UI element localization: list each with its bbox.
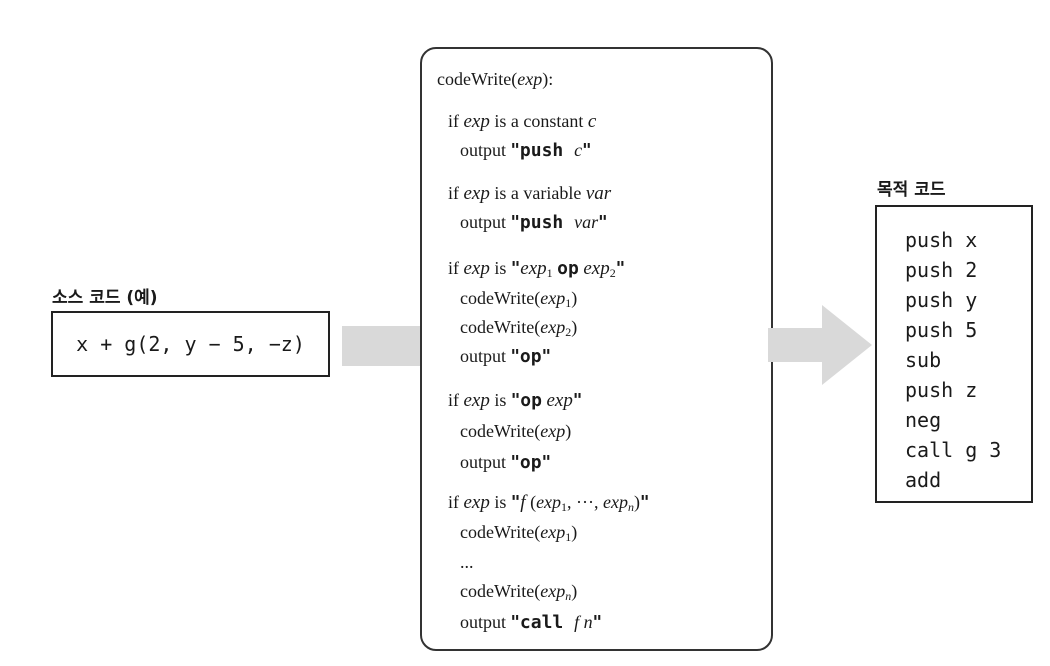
target-code-line: neg: [905, 408, 942, 432]
target-code-line: push x: [905, 228, 978, 252]
target-code-line: push 5: [905, 318, 978, 342]
target-code-list: push x push 2 push y push 5 sub push z n…: [905, 225, 1001, 495]
source-code-text: x + g(2, y − 5, −z): [76, 332, 305, 356]
case-binary-condition: if exp is "exp1 op exp2": [448, 258, 626, 280]
target-code-line: call g 3: [905, 438, 1002, 462]
left-arrow-icon: [342, 326, 430, 366]
source-code-box: x + g(2, y − 5, −z): [51, 311, 330, 377]
target-code-line: sub: [905, 348, 942, 372]
target-code-box: push x push 2 push y push 5 sub push z n…: [875, 205, 1033, 503]
case-constant-condition: if exp is a constant c: [448, 111, 597, 132]
case-unary-condition: if exp is "op exp": [448, 390, 583, 411]
case-binary-action-3: output "op": [460, 346, 551, 367]
case-binary-action-1: codeWrite(exp1): [460, 288, 578, 310]
case-unary-action-1: codeWrite(exp): [460, 421, 572, 441]
target-code-line: push 2: [905, 258, 978, 282]
case-variable-action: output "push var": [460, 212, 608, 233]
target-code-label: 목적 코드: [877, 180, 946, 200]
case-binary-action-2: codeWrite(exp2): [460, 317, 578, 339]
source-code-label: 소스 코드 (예): [52, 288, 158, 308]
codewrite-algorithm-box: codeWrite(exp): if exp is a constant c o…: [420, 47, 773, 651]
case-call-ellipsis: ...: [460, 552, 474, 572]
case-unary-action-2: output "op": [460, 452, 551, 473]
case-call-action-1: codeWrite(exp1): [460, 522, 578, 544]
algorithm-header: codeWrite(exp):: [437, 69, 554, 89]
case-variable-condition: if exp is a variable var: [448, 183, 612, 204]
case-call-action-2: codeWrite(expn): [460, 581, 578, 603]
case-call-condition: if exp is "f (exp1, ···, expn)": [448, 492, 650, 514]
target-code-line: push y: [905, 288, 978, 312]
case-call-action-3: output "call f n": [460, 612, 602, 633]
target-code-line: add: [905, 468, 942, 492]
right-arrow-icon: [768, 305, 872, 385]
target-code-line: push z: [905, 378, 978, 402]
case-constant-action: output "push c": [460, 140, 592, 161]
